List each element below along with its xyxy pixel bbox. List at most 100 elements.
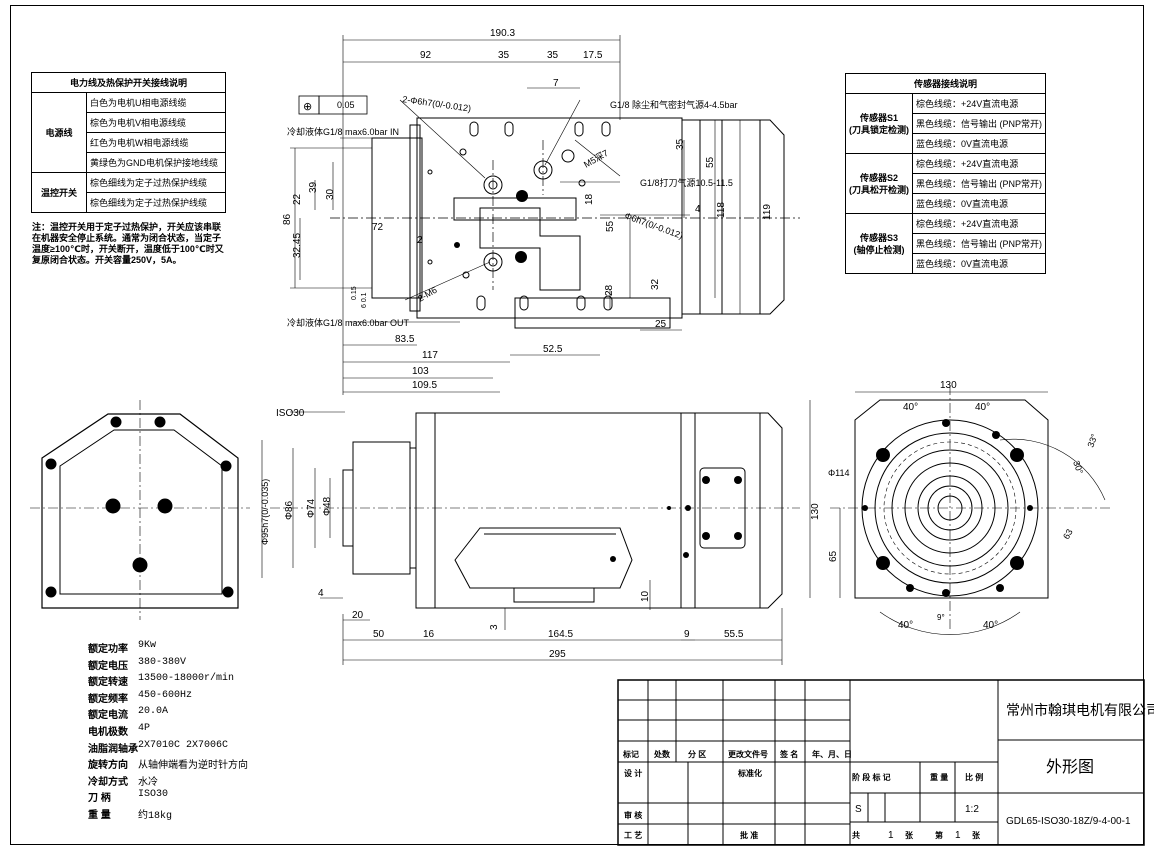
spec-label: 重 量: [88, 809, 111, 821]
tb-role: 审 核: [624, 810, 642, 820]
tb-sheet-no-unit: 张: [972, 831, 981, 840]
tb-stage-header: 阶 段 标 记: [852, 772, 891, 782]
note-label: G1/8 除尘和气密封气源4-4.5bar: [610, 99, 738, 110]
dim-label: 30: [325, 188, 336, 200]
dim-label: 18: [584, 193, 595, 205]
spec-value: 20.0A: [138, 706, 169, 718]
tb-weight-header: 重 量: [930, 772, 948, 782]
dim-label: 9: [684, 629, 690, 640]
dim-label: 117: [422, 350, 438, 361]
rear-view-bolts: [45, 416, 234, 598]
dim-label: 16: [423, 629, 435, 640]
dim-label: 35: [547, 50, 559, 61]
note-label: 0.15: [351, 286, 358, 300]
power-wiring-table: 电力线及热保护开关接线说明 电源线白色为电机U相电源线缆 棕色为电机V相电源线缆…: [31, 72, 226, 213]
side-view-dimension-lines: [261, 411, 783, 665]
note-label: G1/8打刀气源10.5-11.5: [640, 177, 733, 188]
dim-label: 35: [675, 138, 686, 150]
dim-label: 33°: [1085, 432, 1099, 449]
tb-stage: S: [855, 804, 862, 815]
note-label: M5深7: [582, 148, 610, 170]
dim-label: Φ74: [306, 498, 317, 518]
dim-label: 92: [420, 50, 432, 61]
dim-label: 63: [1061, 527, 1075, 541]
top-view-centerlines: [330, 140, 800, 290]
tb-sheet-no: 第: [935, 830, 943, 840]
dim-label: 2: [417, 235, 423, 246]
tb-header: 更改文件号: [728, 749, 768, 759]
sensor-wiring-table: 传感器接线说明 传感器S1(刀具锁定检测)棕色线缆：+24V直流电源 黑色线缆：…: [844, 73, 1047, 274]
tb-company: 常州市翰琪电机有限公司: [1006, 702, 1154, 718]
dim-label: 118: [716, 202, 727, 218]
dim-label: 3: [489, 624, 500, 630]
spec-label: 额定功率: [88, 644, 128, 655]
leader-lines: [340, 99, 690, 323]
spec-value: 450-600Hz: [138, 689, 193, 701]
dimension-labels: 190.3 92 35 35 17.5 7 72 22 30 39 86 32.…: [260, 28, 1100, 660]
dim-label: 20: [352, 610, 364, 621]
title-block-text: 标记 处数 分 区 更改文件号 签 名 年、月、日 设 计 标准化 审 核 工 …: [622, 702, 1154, 841]
spec-value: 13500-18000r/min: [138, 673, 235, 685]
tb-role: 批 准: [740, 830, 758, 840]
dim-label: 65: [828, 550, 839, 562]
sensor-desc: (轴停止检测): [853, 244, 905, 255]
sensor-desc: (刀具松开检测): [849, 184, 909, 195]
dim-label: 32.45: [292, 233, 303, 258]
spec-value: 4P: [138, 722, 151, 734]
tb-sheet-no-n: 1: [955, 830, 961, 841]
temp-row: 棕色细线为定子过热保护线缆: [86, 192, 226, 213]
dim-label: 4: [318, 588, 324, 599]
spec-value: ISO30: [138, 789, 169, 801]
spec-value: 2X7010C 2X7006C: [138, 739, 229, 751]
tb-role: 设 计: [624, 768, 642, 778]
spec-label: 额定电压: [88, 660, 128, 672]
tb-header: 年、月、日: [812, 749, 852, 759]
spec-row: 刀 柄 ISO30: [88, 789, 248, 806]
spec-row: 额定转速 13500-18000r/min: [88, 673, 248, 690]
dim-label: 22: [292, 193, 303, 205]
spec-label: 额定电流: [88, 710, 128, 722]
tb-drawing-name: 外形图: [1046, 758, 1094, 776]
tb-sheets-total: 共: [852, 830, 860, 840]
spec-label: 旋转方向: [88, 760, 128, 772]
spec-value: 从轴伸端看为逆时针方向: [138, 761, 248, 773]
spec-label: 电机极数: [88, 726, 128, 738]
dim-label: Φ48: [322, 496, 333, 516]
position-symbol-icon: ⊕: [303, 101, 312, 113]
tb-role: 工 艺: [624, 830, 642, 840]
spec-label: 油脂润轴承: [88, 743, 138, 755]
spec-value: 约18kg: [138, 810, 173, 822]
dim-label: 119: [762, 204, 773, 220]
dim-label: 52.5: [543, 344, 563, 355]
dim-label: 40°: [983, 620, 998, 631]
dim-label: 9°: [937, 613, 945, 622]
spec-label: 刀 柄: [88, 793, 111, 805]
dim-label: 109.5: [412, 380, 437, 391]
spec-value: 水冷: [138, 777, 158, 789]
dim-label: 17.5: [583, 50, 603, 61]
power-group-label: 电源线: [31, 92, 87, 173]
spec-label: 冷却方式: [88, 776, 128, 788]
dim-label: 190.3: [490, 28, 515, 39]
temp-switch-note: 注：温控开关用于定子过热保护，开关应该串联在机器安全停止系统。通常为闭合状态，当…: [32, 222, 224, 265]
tb-sheets-total-n: 1: [888, 830, 894, 841]
tb-header: 标记: [622, 749, 639, 759]
tb-header: 分 区: [688, 749, 706, 759]
sensor-name: 传感器S1: [859, 112, 898, 123]
dim-label: 103: [412, 366, 429, 377]
dim-label: 86: [282, 213, 293, 225]
tb-sheets-unit: 张: [905, 831, 914, 840]
spec-row: 冷却方式水冷: [88, 773, 248, 790]
top-view-dimension-lines: [290, 35, 741, 395]
title-block-grid: [617, 679, 1145, 846]
dim-label: 28: [604, 284, 615, 296]
dim-label: 72: [372, 222, 384, 233]
dim-label: 83.5: [395, 334, 415, 345]
spec-row: 电机极数 4P: [88, 723, 248, 740]
tb-header: 签 名: [779, 749, 798, 759]
spec-label: 额定转速: [88, 677, 128, 689]
